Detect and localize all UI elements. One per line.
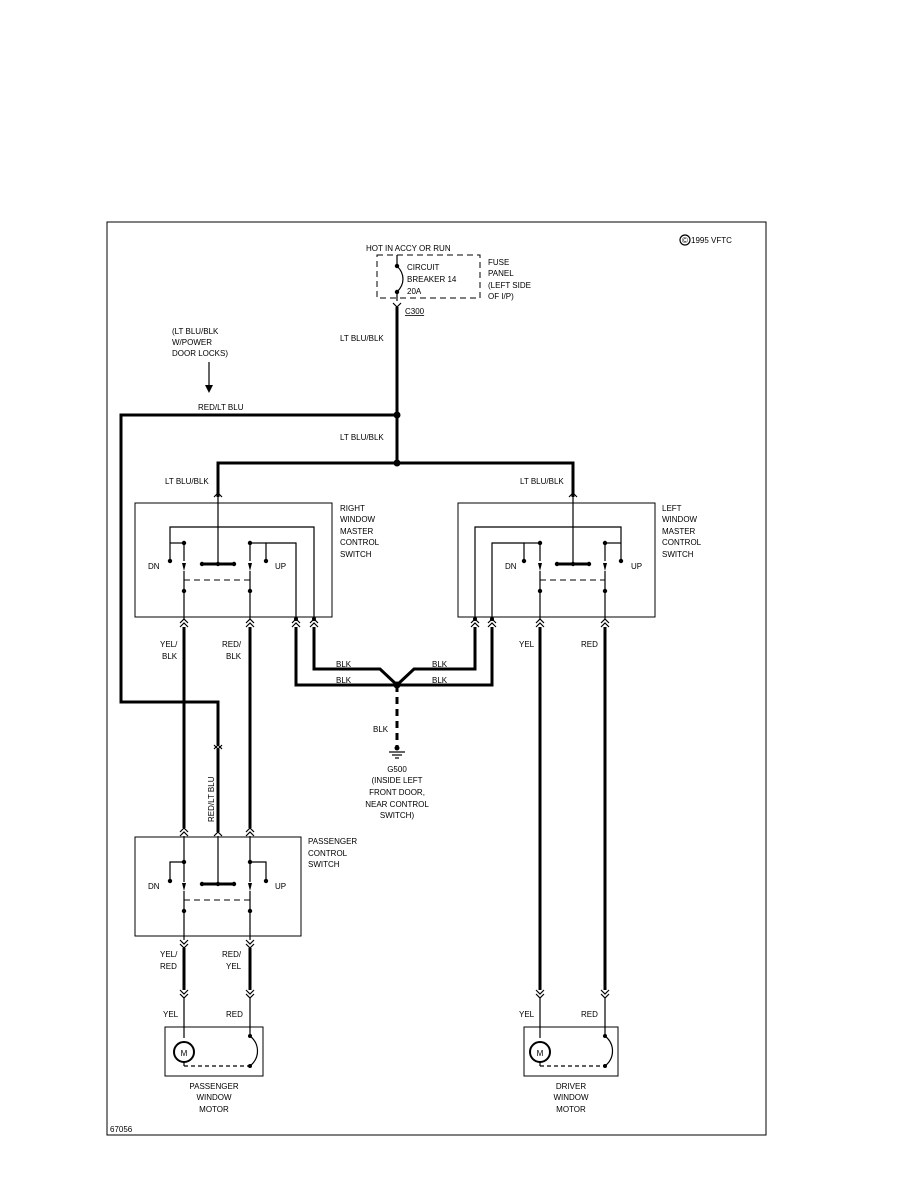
left-switch-label-4: CONTROL <box>662 538 702 547</box>
wire-blk-right-1 <box>312 627 399 687</box>
passenger-control-switch: DN UP <box>134 827 302 949</box>
figure-id: 67056 <box>110 1125 133 1134</box>
wire-label-yel-blk-2: BLK <box>162 652 178 661</box>
wire-label-red-yel-2: YEL <box>226 962 242 971</box>
wire-label-yel-dm: YEL <box>519 1010 535 1019</box>
left-dn: DN <box>505 562 517 571</box>
passenger-motor-symbol: M <box>181 1049 188 1058</box>
left-master-switch: DN UP <box>457 492 656 621</box>
circuit-breaker <box>394 255 404 301</box>
wire-label-red-dm: RED <box>581 1010 598 1019</box>
passenger-motor-label-3: MOTOR <box>199 1105 229 1114</box>
right-dn: DN <box>148 562 160 571</box>
ground-desc-3: NEAR CONTROL <box>365 800 429 809</box>
ground-symbol <box>389 745 405 759</box>
right-switch-label-4: CONTROL <box>340 538 380 547</box>
wire-label-red-lt-blu: RED/LT BLU <box>198 403 244 412</box>
passenger-up: UP <box>275 882 286 891</box>
right-switch-label-2: WINDOW <box>340 515 376 524</box>
wire-label-yel-driver: YEL <box>519 640 535 649</box>
driver-motor-label-1: DRIVER <box>556 1082 586 1091</box>
wire-label-red-pm: RED <box>226 1010 243 1019</box>
driver-motor-symbol: M <box>537 1049 544 1058</box>
note-3: DOOR LOCKS) <box>172 349 228 358</box>
breaker-rating: 20A <box>407 287 422 296</box>
wire-label-blk-3: BLK <box>432 660 448 669</box>
note-2: W/POWER <box>172 338 212 347</box>
ground-id: G500 <box>387 765 407 774</box>
wire-label-feed-2: LT BLU/BLK <box>340 433 384 442</box>
right-switch-label-3: MASTER <box>340 527 374 536</box>
wire-red-lt-blu <box>119 413 397 745</box>
wire-label-blk-4: BLK <box>432 676 448 685</box>
passenger-switch-label-1: PASSENGER <box>308 837 357 846</box>
right-master-switch: DN UP <box>134 492 333 621</box>
note-arrow <box>205 362 213 393</box>
wire-label-red-blk-2: BLK <box>226 652 242 661</box>
driver-window-motor: M <box>523 998 619 1077</box>
diagram-frame <box>106 221 767 1136</box>
wire-label-right-feed: LT BLU/BLK <box>165 477 209 486</box>
fuse-panel-1: FUSE <box>488 258 509 267</box>
wire-feed-bus <box>216 461 575 497</box>
wire-label-red-blk-1: RED/ <box>222 640 242 649</box>
passenger-dn: DN <box>148 882 160 891</box>
driver-motor-label-3: MOTOR <box>556 1105 586 1114</box>
wire-label-left-feed: LT BLU/BLK <box>520 477 564 486</box>
wire-label-red-driver: RED <box>581 640 598 649</box>
copyright: © 1995 VFTC <box>679 234 732 246</box>
left-up: UP <box>631 562 642 571</box>
ground-desc-1: (INSIDE LEFT <box>371 776 422 785</box>
right-up: UP <box>275 562 286 571</box>
wire-label-red-yel-1: RED/ <box>222 950 242 959</box>
fuse-panel-3: (LEFT SIDE <box>488 281 531 290</box>
master-connectors <box>179 618 610 628</box>
motor-connectors <box>179 989 610 999</box>
copyright-mark: © <box>682 236 688 245</box>
fuse-panel-box <box>376 254 481 299</box>
connector-c300: C300 <box>405 307 425 316</box>
wire-label-yel-blk-1: YEL/ <box>160 640 178 649</box>
left-switch-label-5: SWITCH <box>662 550 694 559</box>
fuse-panel-4: OF I/P) <box>488 292 514 301</box>
left-switch-label-1: LEFT <box>662 504 682 513</box>
copyright-text: 1995 VFTC <box>691 236 732 245</box>
ground-desc-4: SWITCH) <box>380 811 415 820</box>
left-switch-label-2: WINDOW <box>662 515 698 524</box>
right-switch-label-1: RIGHT <box>340 504 365 513</box>
right-switch-label-5: SWITCH <box>340 550 372 559</box>
wire-label-blk-1: BLK <box>336 660 352 669</box>
passenger-motor-label-1: PASSENGER <box>189 1082 238 1091</box>
fuse-panel-2: PANEL <box>488 269 514 278</box>
wire-label-yel-red-1: YEL/ <box>160 950 178 959</box>
driver-motor-label-2: WINDOW <box>553 1093 589 1102</box>
breaker-label-1: CIRCUIT <box>407 263 440 272</box>
wire-blk-left-2 <box>397 627 494 687</box>
ground-desc-2: FRONT DOOR, <box>369 788 425 797</box>
wire-label-feed: LT BLU/BLK <box>340 334 384 343</box>
left-switch-label-3: MASTER <box>662 527 696 536</box>
note-1: (LT BLU/BLK <box>172 327 219 336</box>
passenger-switch-label-3: SWITCH <box>308 860 340 869</box>
passenger-switch-label-2: CONTROL <box>308 849 348 858</box>
wire-blk-right-2 <box>294 627 397 687</box>
breaker-label-2: BREAKER 14 <box>407 275 457 284</box>
hot-label: HOT IN ACCY OR RUN <box>366 244 451 253</box>
passenger-window-motor: M <box>164 998 264 1077</box>
wire-label-blk-2: BLK <box>336 676 352 685</box>
wire-label-red-lt-blu-vert: RED/LT BLU <box>207 776 216 822</box>
wire-label-yel-pm: YEL <box>163 1010 179 1019</box>
passenger-motor-label-2: WINDOW <box>196 1093 232 1102</box>
wire-label-yel-red-2: RED <box>160 962 177 971</box>
wire-blk-left-1 <box>395 627 477 687</box>
wire-label-blk-ground: BLK <box>373 725 389 734</box>
